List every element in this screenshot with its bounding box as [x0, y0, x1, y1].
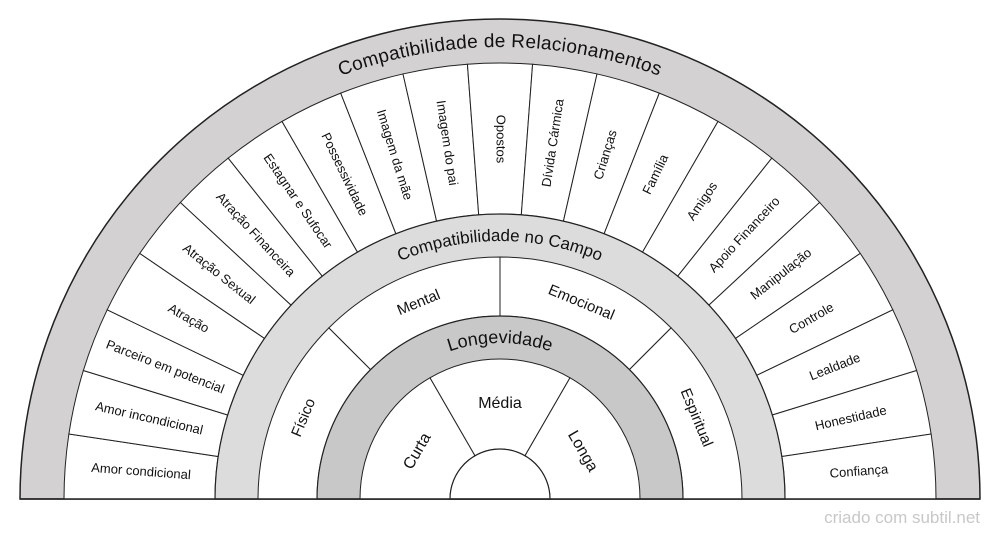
outer-sector: Crianças — [562, 73, 660, 235]
outer-sector: Atração Sexual — [139, 201, 292, 340]
outer-sector-label: Amor condicional — [91, 460, 192, 482]
inner-sector-label: Média — [478, 395, 522, 412]
outer-sector: Honestidade — [771, 369, 932, 458]
footer-credit: criado com subtil.net — [824, 508, 980, 527]
outer-sector: Dívida Cármica — [520, 63, 598, 222]
middle-sector: Mental — [328, 256, 501, 371]
outer-sector: Família — [603, 92, 719, 253]
outer-sector: Lealdade — [756, 309, 918, 416]
outer-sector-label: Opostos — [494, 115, 509, 164]
outer-sector-label: Confiança — [829, 461, 889, 480]
outer-sector: Amor condicional — [63, 433, 219, 500]
outer-sector: Amor incondicional — [68, 369, 229, 458]
center-hole — [449, 448, 551, 500]
inner-sector: Curta — [359, 377, 476, 500]
outer-sector: Imagem do pai — [402, 63, 480, 222]
middle-sector: Físico — [257, 327, 372, 500]
center-hole-shape — [449, 448, 551, 500]
